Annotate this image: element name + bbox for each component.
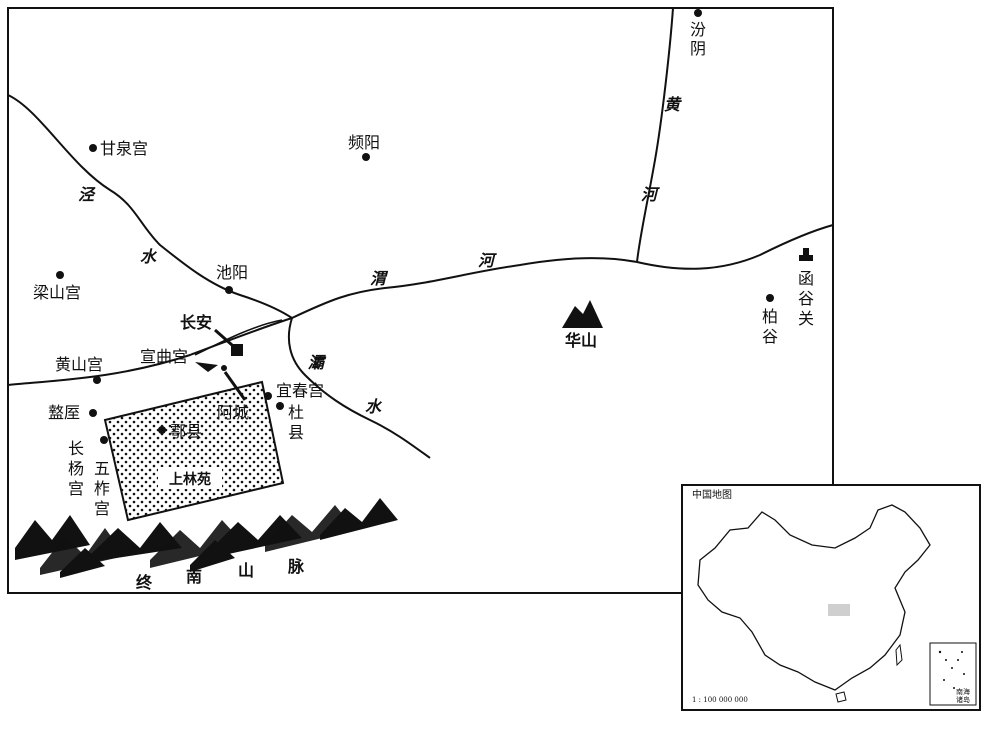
label-changan: 长安 [180, 313, 212, 332]
inset-scale: 1 : 100 000 000 [692, 696, 748, 704]
label-changyang-3: 宫 [68, 479, 84, 498]
label-huang-1: 黄 [664, 95, 682, 114]
mountain-labels: 终 南 山 脉 [136, 557, 305, 592]
label-hangu-2: 谷 [798, 289, 814, 308]
label-du-xian-2: 县 [288, 423, 304, 442]
label-pinyang: 频阳 [348, 133, 380, 152]
inset-map: 中国地图 南海 诸岛 1 : 100 000 000 [681, 484, 981, 711]
label-fenyin-2: 阴 [690, 39, 706, 58]
label-ba-2: 水 [365, 397, 383, 416]
place-dots [56, 9, 774, 444]
label-wei-2: 河 [478, 251, 497, 270]
label-wuzuo-1: 五 [94, 459, 110, 478]
shanglin-label: 上林苑 [169, 471, 211, 488]
south-sea-dots [938, 650, 965, 689]
label-ganquan-gong: 甘泉宫 [100, 139, 148, 158]
south-sea-label-1: 南海 [956, 687, 970, 696]
label-zhouzhi: 盩厔 [48, 403, 80, 422]
zhongnan-mountains [15, 498, 398, 578]
label-bogu-2: 谷 [762, 327, 778, 346]
changan-arrow [214, 328, 233, 347]
shanglin-label-bg [158, 467, 222, 489]
echeng-arrow [223, 371, 247, 401]
yiqu-marker [195, 362, 218, 372]
label-wei-1: 渭 [370, 269, 389, 288]
changan-marker [231, 344, 243, 356]
region-highlight [828, 604, 850, 616]
china-outline [697, 504, 931, 691]
label-bogu-1: 柏 [762, 307, 778, 326]
inset-title: 中国地图 [692, 488, 732, 501]
label-ba-1: 灞 [308, 353, 327, 372]
label-hangu-3: 关 [798, 309, 814, 328]
label-wuzuo-2: 柞 [94, 479, 110, 498]
river-labels: 泾 水 渭 河 黄 河 灞 水 [78, 95, 682, 416]
taiwan-island [895, 643, 903, 667]
south-sea-label-2: 诸岛 [956, 695, 970, 704]
hangu-marker [799, 248, 813, 261]
label-yichun-gong: 宜春宫 [276, 381, 324, 400]
label-chiyang: 池阳 [216, 263, 248, 282]
label-wuzuo-3: 宫 [94, 499, 110, 518]
ba-river [287, 317, 431, 459]
label-liangshan-gong: 梁山宫 [33, 283, 81, 302]
label-e-cheng: 阿城 [217, 403, 249, 422]
hainan-island [835, 691, 847, 703]
shanglin-park [103, 380, 285, 522]
label-jing-2: 水 [140, 247, 158, 266]
label-zhongnan-3: 山 [238, 561, 254, 580]
label-fenyin-1: 汾 [690, 20, 706, 39]
label-hua-shan: 华山 [565, 331, 597, 350]
hua-shan-mountain [562, 300, 603, 328]
label-hangu-1: 函 [798, 269, 814, 288]
place-labels: 汾 阴 甘泉宫 频阳 梁山宫 池阳 长安 宣曲宫 黄山宫 盩厔 长 杨 宫 五 … [33, 20, 814, 518]
label-hu-xian: 鄠县 [170, 422, 202, 441]
label-jing-1: 泾 [78, 185, 96, 204]
wei-river [7, 224, 834, 386]
label-huang-2: 河 [641, 185, 660, 204]
yellow-river [636, 7, 674, 263]
south-sea-box [929, 642, 977, 706]
label-yiqu-gong: 宣曲宫 [140, 347, 188, 366]
label-changyang-2: 杨 [68, 459, 84, 478]
label-zhongnan-4: 脉 [287, 557, 305, 576]
label-changyang-1: 长 [68, 439, 84, 458]
wei-tributary [194, 319, 283, 356]
label-zhongnan-1: 终 [136, 573, 153, 592]
jing-river [7, 94, 293, 319]
label-du-xian-1: 杜 [288, 403, 304, 422]
label-zhongnan-2: 南 [186, 567, 202, 586]
label-huangshan-gong: 黄山宫 [55, 355, 103, 374]
